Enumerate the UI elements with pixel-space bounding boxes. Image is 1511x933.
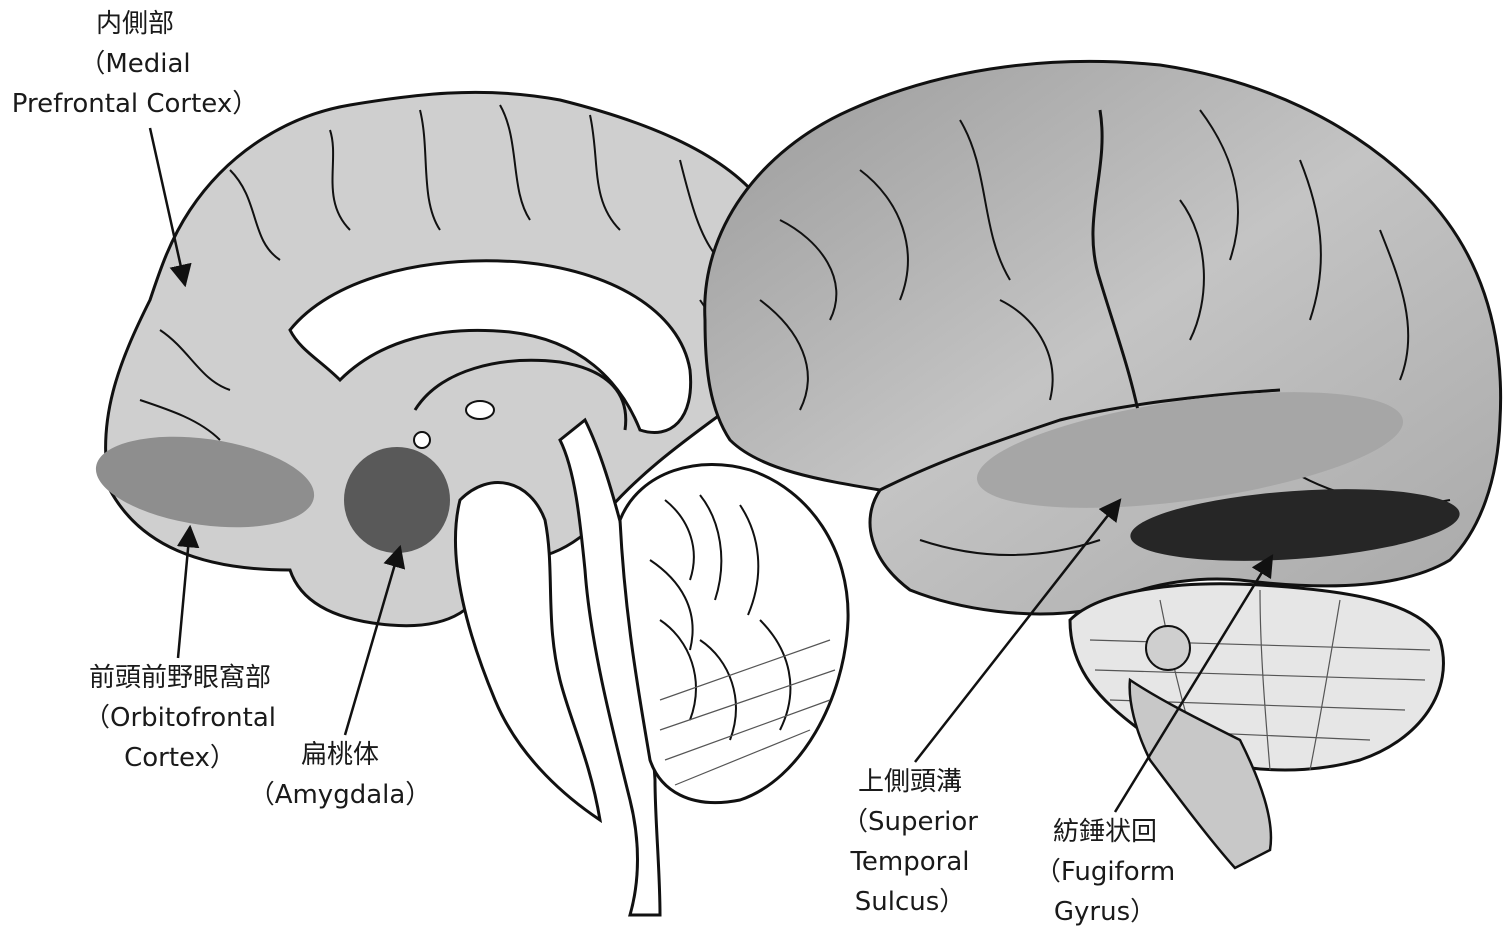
label-superior-temporal-en-1: （Superior: [820, 802, 1000, 842]
label-medial-prefrontal-en-2: Prefrontal Cortex）: [5, 84, 265, 124]
label-medial-prefrontal-ja: 内側部: [5, 4, 265, 44]
cerebellum-medial: [620, 464, 848, 802]
label-fusiform-ja: 紡錘状回: [1020, 812, 1190, 852]
label-fusiform-gyrus: 紡錘状回 （Fugiform Gyrus）: [1020, 812, 1190, 932]
label-amygdala: 扁桃体 （Amygdala）: [240, 735, 440, 815]
cerebellum-lateral: [1070, 584, 1443, 770]
label-superior-temporal-en-2: Temporal: [820, 842, 1000, 882]
label-fusiform-en-1: （Fugiform: [1020, 852, 1190, 892]
label-orbitofrontal-ja: 前頭前野眼窩部: [55, 658, 305, 698]
label-medial-prefrontal-en-1: （Medial: [5, 44, 265, 84]
label-superior-temporal-en-3: Sulcus）: [820, 882, 1000, 922]
label-medial-prefrontal: 内側部 （Medial Prefrontal Cortex）: [5, 4, 265, 124]
label-fusiform-en-2: Gyrus）: [1020, 892, 1190, 932]
amygdala-region: [344, 447, 450, 553]
label-amygdala-ja: 扁桃体: [240, 735, 440, 775]
thalamus-small: [466, 401, 494, 419]
label-orbitofrontal-en-1: （Orbitofrontal: [55, 698, 305, 738]
mammillary-body: [414, 432, 430, 448]
label-amygdala-en-1: （Amygdala）: [240, 775, 440, 815]
label-superior-temporal-sulcus: 上側頭溝 （Superior Temporal Sulcus）: [820, 762, 1000, 922]
pons-lateral: [1146, 626, 1190, 670]
label-superior-temporal-ja: 上側頭溝: [820, 762, 1000, 802]
lateral-brain-view: [705, 61, 1501, 868]
